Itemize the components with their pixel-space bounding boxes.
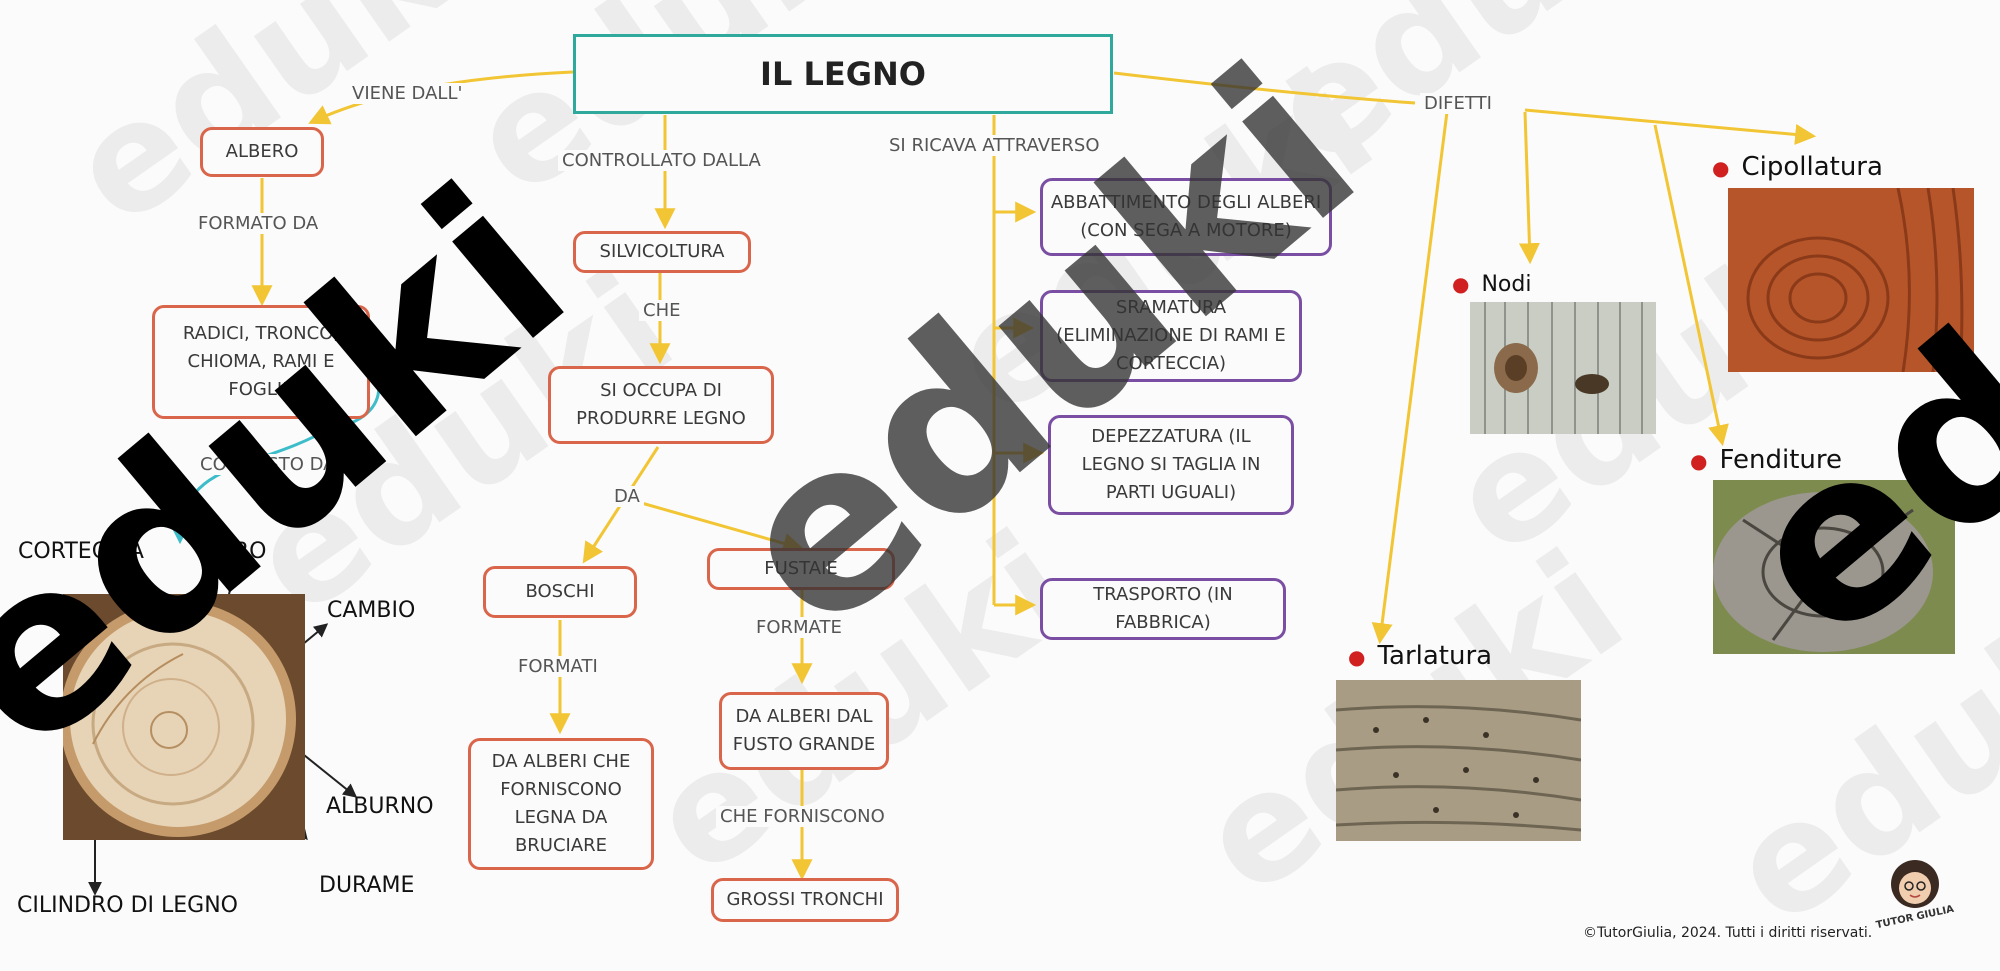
defect-fenditure-label: Fenditure: [1719, 445, 1842, 475]
wood-slice-photo: [63, 594, 305, 840]
copyright-text: ©TutorGiulia, 2024. Tutti i diritti rise…: [1583, 925, 1873, 941]
label-viene: VIENE DALL': [348, 83, 467, 104]
node-occupa: SI OCCUPA DI PRODURRE LEGNO: [548, 366, 774, 444]
part-libro: LIBRO: [200, 539, 267, 564]
defect-fenditure: ●Fenditure: [1690, 445, 1842, 475]
node-tronchi: GROSSI TRONCHI: [711, 878, 899, 922]
node-radici: RADICI, TRONCO, CHIOMA, RAMI E FOGLIE: [152, 305, 370, 419]
tutor-giulia-mascot: TUTOR GIULIA: [1870, 856, 1960, 932]
title-box: IL LEGNO: [573, 34, 1113, 114]
label-da: DA: [610, 486, 644, 507]
wood-crack-photo: [1713, 480, 1955, 654]
defect-tarlatura: ●Tarlatura: [1348, 641, 1493, 671]
part-corteccia: CORTECCIA: [18, 539, 144, 564]
node-alberi-fusto: DA ALBERI DAL FUSTO GRANDE: [719, 692, 889, 770]
label-formati: FORMATI: [514, 656, 602, 677]
wood-worm-photo: [1336, 680, 1581, 841]
node-silvicoltura: SILVICOLTURA: [573, 231, 751, 273]
part-cilindro: CILINDRO DI LEGNO: [17, 893, 238, 918]
label-formate: FORMATE: [752, 617, 846, 638]
label-difetti: DIFETTI: [1420, 93, 1496, 114]
label-formato: FORMATO DA: [194, 213, 323, 234]
wood-cipollatura-photo: [1728, 188, 1974, 372]
node-alberi-legna: DA ALBERI CHE FORNISCONO LEGNA DA BRUCIA…: [468, 738, 654, 870]
defect-nodi: ●Nodi: [1452, 272, 1532, 297]
label-che-forniscono: CHE FORNISCONO: [716, 806, 889, 827]
part-cambio: CAMBIO: [327, 598, 416, 623]
node-abbattimento: ABBATTIMENTO DEGLI ALBERI (CON SEGA A MO…: [1040, 178, 1332, 256]
label-controllato: CONTROLLATO DALLA: [558, 150, 765, 171]
part-durame: DURAME: [319, 873, 415, 898]
label-composto: COMPOSTO DA: [196, 454, 340, 475]
node-albero: ALBERO: [200, 127, 324, 177]
label-ricava: SI RICAVA ATTRAVERSO: [885, 135, 1104, 156]
part-alburno: ALBURNO: [326, 794, 434, 819]
defect-nodi-label: Nodi: [1481, 272, 1532, 297]
node-fustaie: FUSTAIE: [707, 548, 895, 590]
defect-tarlatura-label: Tarlatura: [1377, 641, 1493, 671]
node-sramatura: SRAMATURA (ELIMINAZIONE DI RAMI E CORTEC…: [1040, 290, 1302, 382]
wood-knot-photo: [1470, 302, 1656, 434]
node-depezzatura: DEPEZZATURA (IL LEGNO SI TAGLIA IN PARTI…: [1048, 415, 1294, 515]
node-boschi: BOSCHI: [483, 566, 637, 618]
node-trasporto: TRASPORTO (IN FABBRICA): [1040, 578, 1286, 640]
defect-cipollatura: ●Cipollatura: [1712, 152, 1883, 182]
label-che: CHE: [639, 300, 685, 321]
defect-cipollatura-label: Cipollatura: [1741, 152, 1883, 182]
